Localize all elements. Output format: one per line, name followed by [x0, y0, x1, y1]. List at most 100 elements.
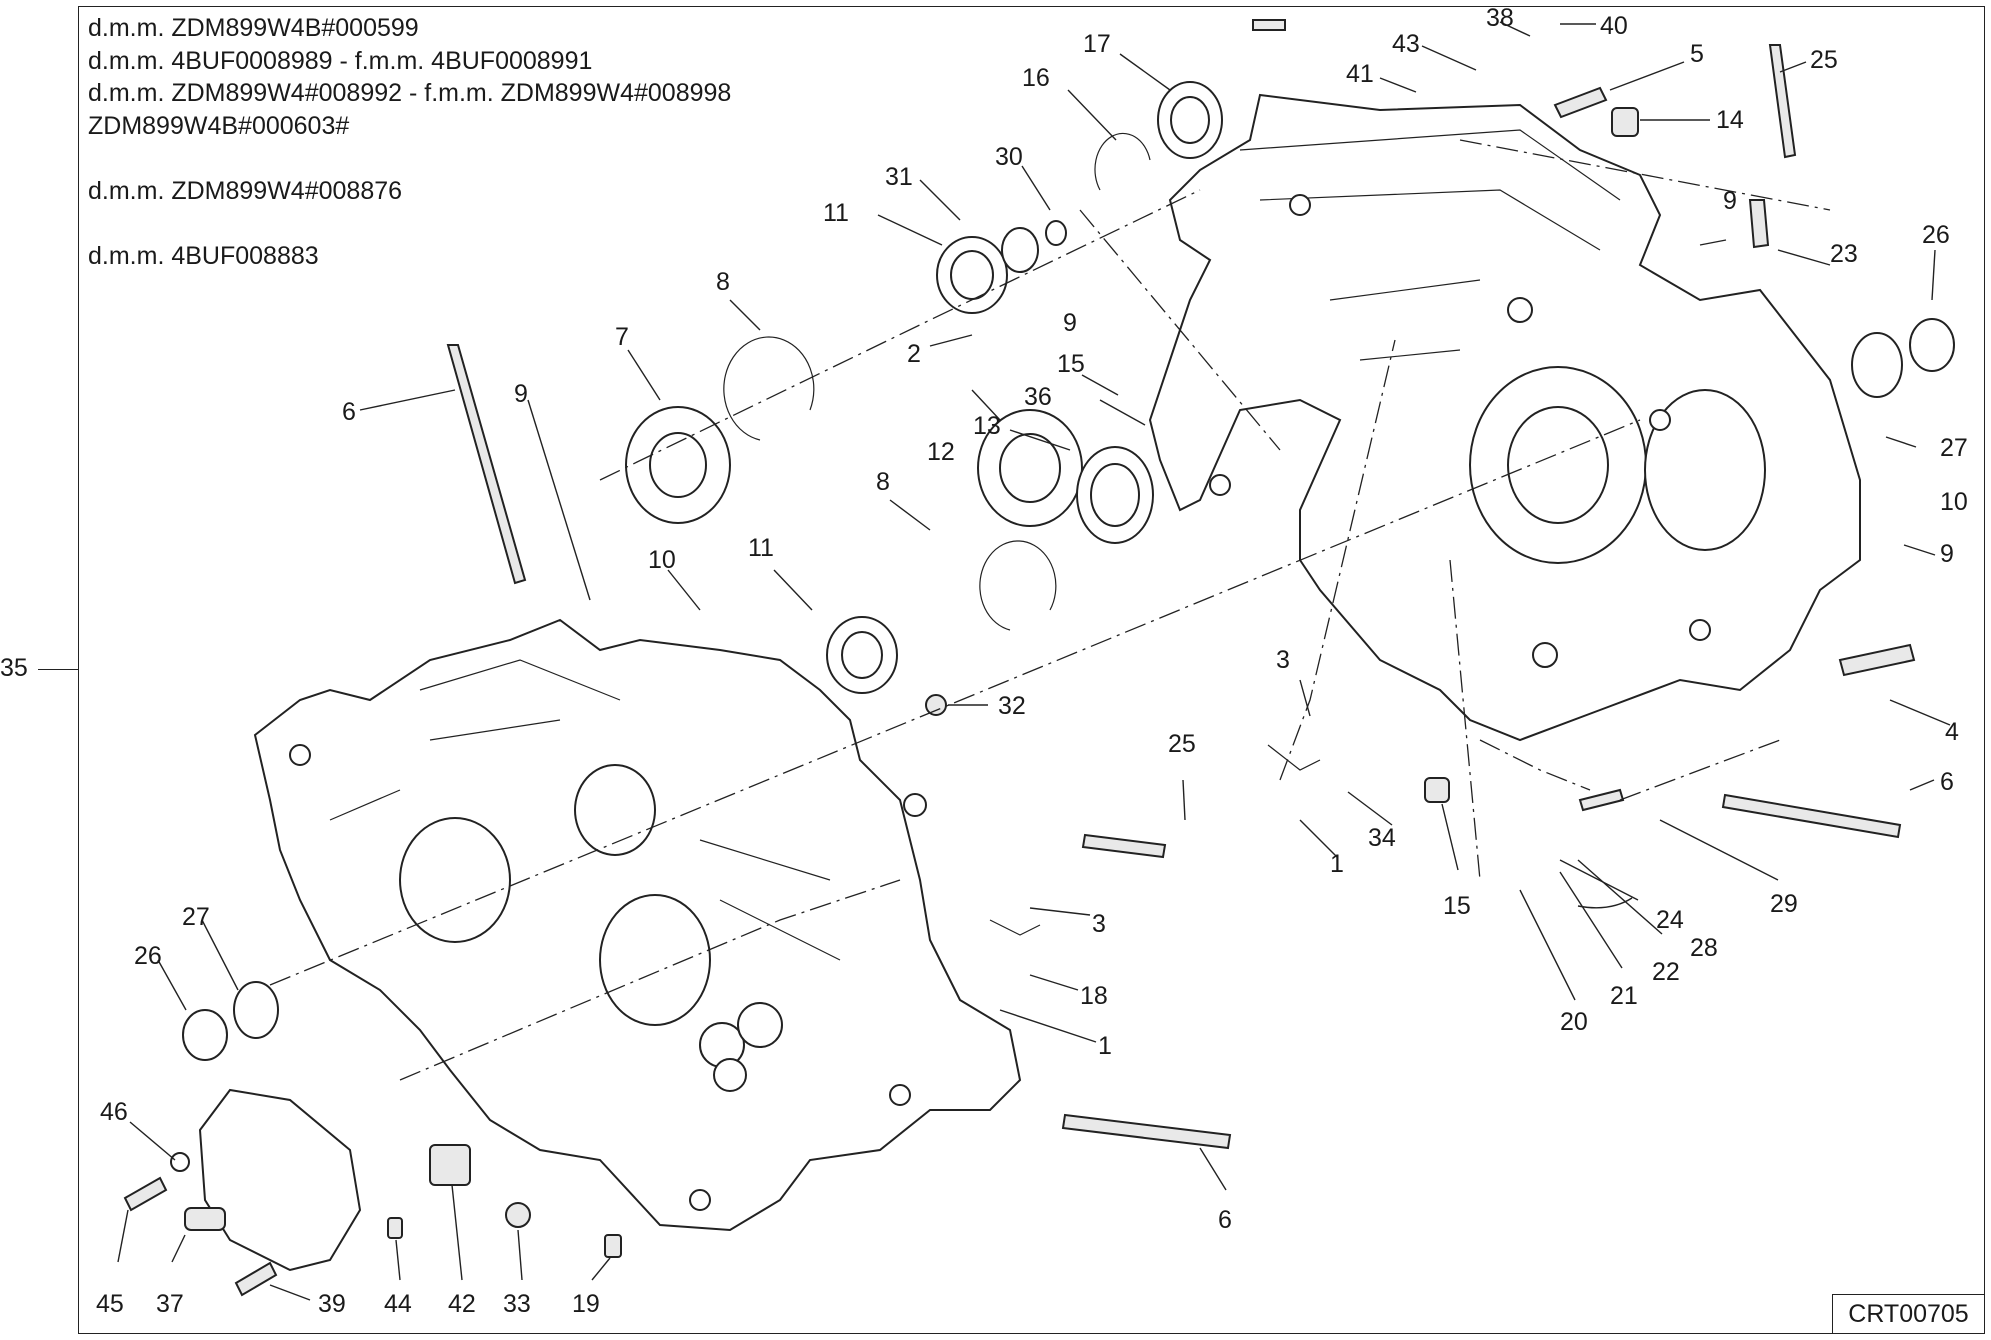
circlip-8-lower — [979, 540, 1057, 631]
ring-27-left — [233, 981, 279, 1039]
callout-28: 28 — [1690, 934, 1718, 962]
callout-20: 20 — [1560, 1008, 1588, 1036]
callout-10: 10 — [648, 546, 676, 574]
callout-1: 1 — [1330, 850, 1344, 878]
callout-21: 21 — [1610, 982, 1638, 1010]
plug-26 — [1909, 318, 1955, 372]
callout-36: 36 — [1024, 383, 1052, 411]
note-line: d.m.m. 4BUF0008989 - f.m.m. 4BUF0008991 — [88, 46, 593, 75]
screw-45 — [123, 1176, 168, 1212]
callout-29: 29 — [1770, 890, 1798, 918]
callout-6: 6 — [1940, 768, 1954, 796]
plug-19 — [604, 1234, 622, 1258]
note-line: ZDM899W4B#000603# — [88, 111, 350, 140]
stud-6-right — [1721, 793, 1902, 839]
callout-9: 9 — [1940, 540, 1954, 568]
note-line: d.m.m. ZDM899W4#008876 — [88, 176, 403, 205]
callout-24: 24 — [1656, 906, 1684, 934]
plug-26-left — [182, 1009, 228, 1061]
clip-18 — [989, 919, 1041, 936]
circlip-16 — [1094, 132, 1151, 191]
callout-9: 9 — [514, 380, 528, 408]
callout-14: 14 — [1716, 106, 1744, 134]
dowel-44 — [387, 1217, 403, 1239]
callout-leaders — [117, 21, 1951, 1301]
screw-39 — [234, 1261, 278, 1297]
callout-18: 18 — [1080, 982, 1108, 1010]
note-line: d.m.m. ZDM899W4#008992 - f.m.m. ZDM899W4… — [88, 79, 732, 107]
callout-33: 33 — [503, 1290, 531, 1318]
right-crankcase-half — [1148, 93, 1861, 742]
note-line: d.m.m. 4BUF008883 — [88, 241, 319, 270]
seal-31 — [1001, 227, 1039, 273]
callout-11: 11 — [823, 199, 849, 227]
callout-3: 3 — [1092, 910, 1106, 938]
callout-13: 13 — [973, 412, 1001, 440]
serial-number-notes: d.m.m. ZDM899W4B#000599 d.m.m. 4BUF00089… — [88, 12, 731, 272]
callout-25: 25 — [1810, 46, 1838, 74]
callout-2: 2 — [907, 340, 921, 368]
callout-10: 10 — [1940, 488, 1968, 516]
callout-17: 17 — [1083, 30, 1111, 58]
callout-15: 15 — [1057, 350, 1085, 378]
callout-32: 32 — [998, 692, 1026, 720]
callout-1: 1 — [1098, 1032, 1112, 1060]
callout-22: 22 — [1652, 958, 1680, 986]
ring-27 — [1851, 332, 1903, 398]
callout-27: 27 — [182, 903, 210, 931]
callout-42: 42 — [448, 1290, 476, 1318]
dowel-4 — [1838, 643, 1916, 677]
dowel-42 — [429, 1144, 471, 1186]
seal-30 — [1045, 220, 1067, 246]
circlip-8-upper — [723, 336, 815, 441]
callout-7: 7 — [615, 323, 629, 351]
callout-43: 43 — [1392, 30, 1420, 58]
note-line: d.m.m. ZDM899W4B#000599 — [88, 14, 419, 42]
callout-45: 45 — [96, 1290, 124, 1318]
stud-6-left — [446, 344, 527, 585]
callout-5: 5 — [1690, 40, 1704, 68]
studs-and-dowels — [123, 19, 1916, 1297]
callout-27: 27 — [1940, 434, 1968, 462]
callout-46: 46 — [100, 1098, 128, 1126]
stud-6-bottom — [1061, 1113, 1232, 1150]
assembly-leader-line — [38, 669, 78, 670]
callout-30: 30 — [995, 143, 1023, 171]
callout-38: 38 — [1486, 4, 1514, 32]
callout-15: 15 — [1443, 892, 1471, 920]
dowel-15 — [1424, 777, 1450, 803]
callout-25: 25 — [1168, 730, 1196, 758]
plug-33 — [505, 1202, 531, 1228]
stud-25-top — [1768, 44, 1797, 159]
water-pump — [184, 1088, 362, 1272]
callout-34: 34 — [1368, 824, 1396, 852]
diagram-code: CRT00705 — [1832, 1294, 1985, 1334]
callout-41: 41 — [1346, 60, 1374, 88]
callout-6: 6 — [1218, 1206, 1232, 1234]
callout-26: 26 — [134, 942, 162, 970]
callout-40: 40 — [1600, 12, 1628, 40]
callout-numbers: 38 40 43 5 41 25 14 17 16 30 31 11 9 23 … — [96, 4, 1968, 1318]
plug-32 — [925, 694, 947, 716]
bearings-and-seals — [182, 81, 1955, 1061]
callout-6: 6 — [342, 398, 356, 426]
callout-39: 39 — [318, 1290, 346, 1318]
callout-16: 16 — [1022, 64, 1050, 92]
callout-44: 44 — [384, 1290, 412, 1318]
nipple-23 — [1748, 199, 1770, 249]
callout-23: 23 — [1830, 240, 1858, 268]
callout-26: 26 — [1922, 221, 1950, 249]
clip-34 — [1267, 744, 1321, 771]
callout-8: 8 — [716, 268, 730, 296]
spring-22 — [1578, 788, 1625, 812]
bush-14 — [1611, 107, 1639, 137]
callout-11: 11 — [748, 534, 774, 562]
callout-8: 8 — [876, 468, 890, 496]
callout-31: 31 — [885, 163, 913, 191]
assembly-callout-35: 35 — [0, 654, 28, 682]
screw-40 — [1252, 19, 1286, 31]
callout-3: 3 — [1276, 646, 1290, 674]
callout-12: 12 — [927, 438, 955, 466]
callout-19: 19 — [572, 1290, 600, 1318]
